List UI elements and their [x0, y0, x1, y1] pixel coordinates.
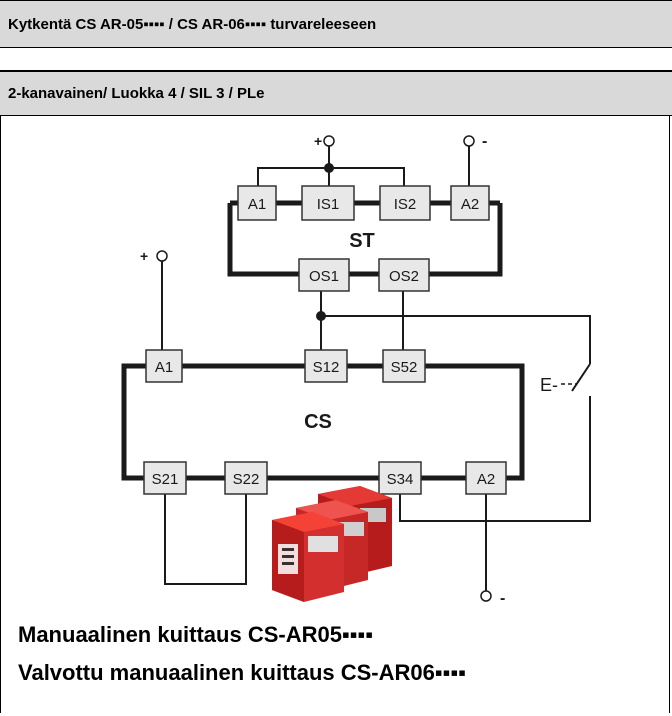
s21-s22-loop — [164, 494, 247, 585]
terminal-cs-s52-label: S52 — [391, 359, 418, 376]
cs-label: CS — [304, 411, 332, 433]
terminal-st-is1: IS1 — [301, 185, 355, 221]
cs-plus-terminal — [156, 250, 168, 262]
st-minus-sign: - — [482, 133, 487, 150]
terminal-cs-s12: S12 — [304, 349, 348, 383]
relay-module-image — [272, 486, 392, 602]
reset-switch-contact — [571, 363, 591, 392]
relay-module-front — [272, 512, 344, 602]
reset-switch-wire-top — [321, 315, 591, 364]
terminal-st-a2: A2 — [450, 185, 490, 221]
terminal-st-a1-label: A1 — [248, 196, 266, 213]
reset-switch-wire-bottom — [399, 396, 591, 522]
terminal-st-a2-label: A2 — [461, 196, 479, 213]
terminal-cs-s34: S34 — [378, 461, 422, 495]
header-subtitle-text: 2-kanavainen/ Luokka 4 / SIL 3 / PLe — [8, 85, 265, 102]
terminal-cs-s52: S52 — [382, 349, 426, 383]
wiring-diagram: + - E- + - A1 IS1 IS2 A2 ST OS1 OS2 — [121, 133, 591, 607]
terminal-cs-s22-label: S22 — [233, 471, 260, 488]
terminal-st-os1-label: OS1 — [309, 268, 339, 285]
terminal-st-os1: OS1 — [298, 258, 350, 292]
reset-switch-label: E- — [540, 375, 558, 395]
terminal-cs-a2: A2 — [465, 461, 507, 495]
cs-minus-sign: - — [500, 590, 505, 607]
terminal-st-is1-label: IS1 — [317, 196, 340, 213]
st-plus-terminal — [323, 135, 335, 147]
terminal-cs-s21: S21 — [143, 461, 187, 495]
terminal-cs-s12-label: S12 — [313, 359, 340, 376]
header-title: Kytkentä CS AR-05▪▪▪▪ / CS AR-06▪▪▪▪ tur… — [0, 0, 672, 48]
st-minus-terminal — [463, 135, 475, 147]
terminal-cs-a2-label: A2 — [477, 471, 495, 488]
terminal-st-os2-label: OS2 — [389, 268, 419, 285]
caption-monitored-reset: Valvottu manuaalinen kuittaus CS-AR06▪▪▪… — [18, 660, 466, 686]
caption-manual-reset-text: Manuaalinen kuittaus CS-AR05▪▪▪▪ — [18, 622, 374, 647]
st-label: ST — [349, 230, 375, 252]
terminal-st-is2-label: IS2 — [394, 196, 417, 213]
terminal-st-os2: OS2 — [378, 258, 430, 292]
st-plus-junction — [324, 163, 334, 173]
header-title-text: Kytkentä CS AR-05▪▪▪▪ / CS AR-06▪▪▪▪ tur… — [8, 15, 377, 33]
cs-minus-terminal — [480, 590, 492, 602]
terminal-cs-s34-label: S34 — [387, 471, 414, 488]
terminal-cs-a1-label: A1 — [155, 359, 173, 376]
terminal-st-a1: A1 — [237, 185, 277, 221]
caption-monitored-reset-text: Valvottu manuaalinen kuittaus CS-AR06▪▪▪… — [18, 660, 467, 685]
terminal-cs-a1: A1 — [145, 349, 183, 383]
st-wire-frame — [227, 203, 503, 277]
header-spacer — [0, 48, 672, 71]
terminal-cs-s22: S22 — [224, 461, 268, 495]
st-plus-sign: + — [314, 133, 322, 149]
terminal-cs-s21-label: S21 — [152, 471, 179, 488]
cs-plus-sign: + — [140, 248, 148, 264]
caption-manual-reset: Manuaalinen kuittaus CS-AR05▪▪▪▪ — [18, 622, 373, 648]
terminal-st-is2: IS2 — [379, 185, 431, 221]
header-subtitle: 2-kanavainen/ Luokka 4 / SIL 3 / PLe — [0, 71, 672, 116]
